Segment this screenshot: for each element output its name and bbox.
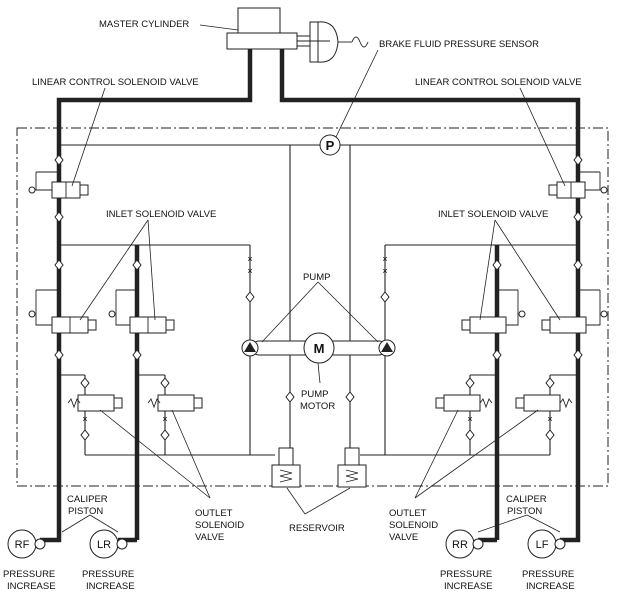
linear-control-right-label: LINEAR CONTROL SOLENOID VALVE (415, 77, 582, 88)
pressure-increase-rf-2: INCREASE (7, 581, 56, 592)
pump-motor-label-2: MOTOR (300, 401, 335, 412)
pressure-increase-lf-2: INCREASE (526, 581, 575, 592)
caliper-right-label-2: PISTON (507, 506, 542, 517)
caliper-left-label-2: PISTON (68, 506, 103, 517)
svg-text:×: × (382, 254, 388, 265)
pressure-increase-lr-1: PRESSURE (82, 569, 134, 580)
outlet-left-label-2: SOLENOID (195, 520, 244, 531)
caliper-right-label-1: CALIPER (506, 494, 547, 505)
left-hydraulics: × × × × (28, 144, 295, 543)
right-hydraulics: × × × × (345, 145, 608, 543)
outlet-left-label-3: VALVE (195, 532, 224, 543)
outlet-right-label-3: VALVE (389, 532, 418, 543)
outlet-valve-right-b (523, 394, 561, 412)
svg-text:×: × (162, 414, 168, 425)
reservoirs (271, 447, 367, 488)
svg-text:×: × (247, 266, 253, 277)
pump-motor-label-1: PUMP (301, 389, 328, 400)
svg-text:×: × (82, 414, 88, 425)
reservoir-right (337, 464, 367, 488)
outlet-valve-left-b (157, 394, 195, 412)
pressure-increase-rr-2: INCREASE (444, 581, 493, 592)
wheel-rr-label: RR (452, 539, 468, 551)
svg-text:×: × (547, 414, 553, 425)
pressure-sensor: P (290, 134, 580, 156)
pressure-increase-lf-1: PRESSURE (522, 569, 574, 580)
modulator-boundary (16, 127, 609, 487)
labels: MASTER CYLINDER BRAKE FLUID PRESSURE SEN… (3, 19, 582, 592)
master-cylinder (226, 7, 369, 63)
master-cylinder-label: MASTER CYLINDER (99, 19, 189, 30)
pump-motor (303, 332, 335, 364)
outlet-left-label-1: OUTLET (195, 508, 233, 519)
outlet-valve-right-a (443, 394, 481, 412)
master-cylinder-pipes (56, 49, 581, 470)
motor-symbol: M (314, 341, 325, 356)
reservoir-label: RESERVOIR (289, 523, 345, 534)
inlet-right-label: INLET SOLENOID VALVE (438, 209, 548, 220)
inlet-left-label: INLET SOLENOID VALVE (106, 209, 216, 220)
pressure-sensor-label: BRAKE FLUID PRESSURE SENSOR (379, 39, 539, 50)
pressure-increase-rf-1: PRESSURE (3, 569, 55, 580)
leader-lines (61, 24, 566, 533)
inlet-valve-right-b (549, 316, 587, 334)
pressure-increase-lr-2: INCREASE (86, 581, 135, 592)
wheel-lf-label: LF (536, 539, 549, 551)
reservoir-left (271, 464, 301, 488)
pump-motor-assembly: M (241, 332, 396, 364)
pump-label: PUMP (303, 272, 330, 283)
caliper-left-label-1: CALIPER (67, 494, 108, 505)
wheel-rf-label: RF (15, 539, 30, 551)
outlet-valve-left-a (77, 394, 115, 412)
outlet-right-label-1: OUTLET (389, 508, 427, 519)
outlet-right-label-2: SOLENOID (389, 520, 438, 531)
inlet-valve-right-a (469, 316, 507, 334)
svg-text:×: × (382, 266, 388, 277)
linear-control-left-label: LINEAR CONTROL SOLENOID VALVE (32, 77, 199, 88)
svg-text:×: × (247, 254, 253, 265)
wheel-lr-label: LR (97, 539, 111, 551)
wheel-calipers: RF LR RR LF (7, 529, 566, 559)
svg-text:×: × (467, 414, 473, 425)
pressure-increase-rr-1: PRESSURE (440, 569, 492, 580)
pressure-sensor-symbol: P (326, 138, 335, 153)
